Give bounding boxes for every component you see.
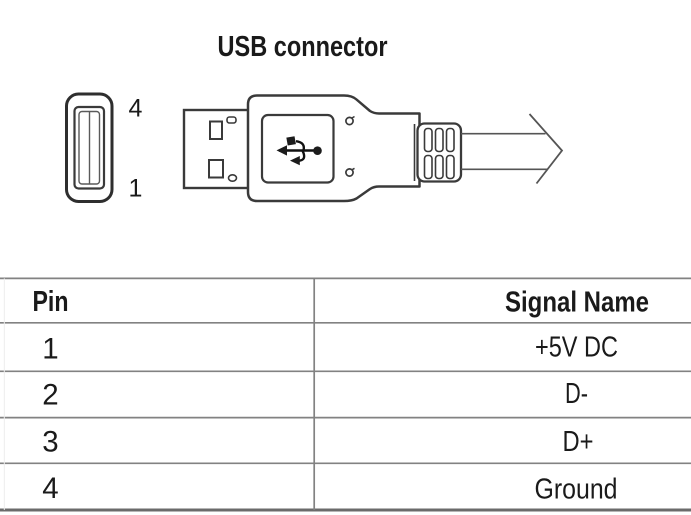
svg-text:Pin: Pin — [33, 286, 69, 318]
svg-text:4: 4 — [129, 95, 143, 123]
svg-text:1: 1 — [129, 175, 143, 203]
svg-text:Signal Name: Signal Name — [505, 287, 649, 319]
svg-text:Ground: Ground — [535, 473, 618, 505]
svg-text:+5V DC: +5V DC — [535, 332, 618, 364]
svg-text:4: 4 — [42, 472, 58, 505]
svg-text:D+: D+ — [563, 426, 594, 458]
svg-text:2: 2 — [42, 378, 58, 411]
svg-text:3: 3 — [42, 425, 58, 458]
svg-text:USB connector: USB connector — [218, 31, 388, 63]
svg-text:1: 1 — [42, 332, 58, 365]
svg-text:D-: D- — [565, 378, 588, 410]
